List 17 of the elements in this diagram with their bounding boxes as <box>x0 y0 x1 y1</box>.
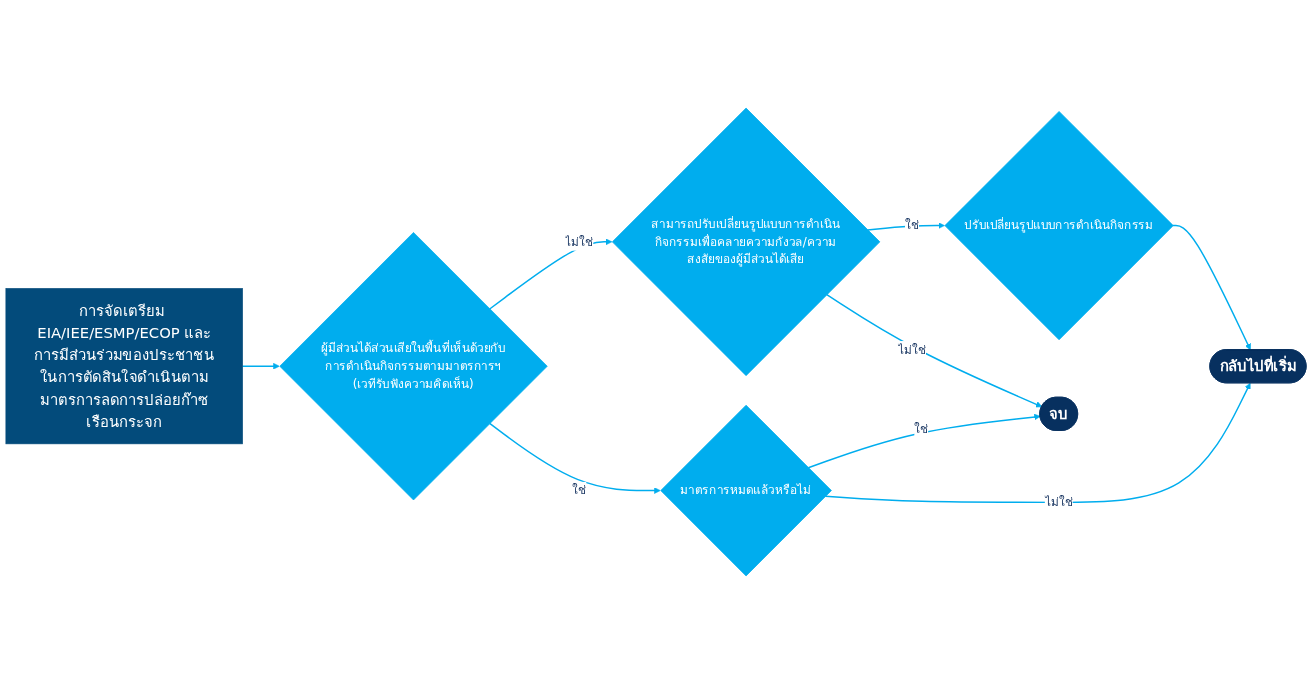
node-diamond: ปรับเปลี่ยนรูปแบบการดำเนินกิจกรรม <box>944 111 1174 341</box>
edge-label: ไม่ใช่ <box>1044 494 1073 510</box>
node-diamond: ผู้มีส่วนได้ส่วนเสียในพื้นที่เห็นด้วยกับการดำเนินกิจกรรมตามมาตรการฯ (เวทีรับฟังความคิดเห็น) <box>279 232 548 501</box>
node-diamond: สามารถปรับเปลี่ยนรูปแบบการดำเนินกิจกรรมเพื่อคลายความกังวล/ความสงสัยของผู้มีส่วนได้เสีย <box>611 107 881 376</box>
edge-label: ใช่ <box>904 218 920 233</box>
edge-label: ใช่ <box>572 483 587 498</box>
edge-label: ใช่ <box>914 421 929 436</box>
arrow <box>241 362 280 370</box>
arrow <box>824 382 1251 504</box>
node-box: การจัดเตรียม EIA/IEE/ESMP/ECOP และการมีส่วนร่วมของประชาชนในการตัดสินใจดำเนินตามมาตรการลดการปล่อยก๊าซเรือนกระจก <box>5 288 243 445</box>
arrow <box>1172 224 1251 351</box>
edge-label: ไม่ใช่ <box>897 342 927 357</box>
arrow <box>826 293 1043 408</box>
edge-label: ไม่ใช่ <box>565 234 594 249</box>
arrow <box>807 413 1041 469</box>
arrow <box>488 422 661 494</box>
node-diamond: มาตรการหมดแล้วหรือไม่ <box>660 404 832 577</box>
